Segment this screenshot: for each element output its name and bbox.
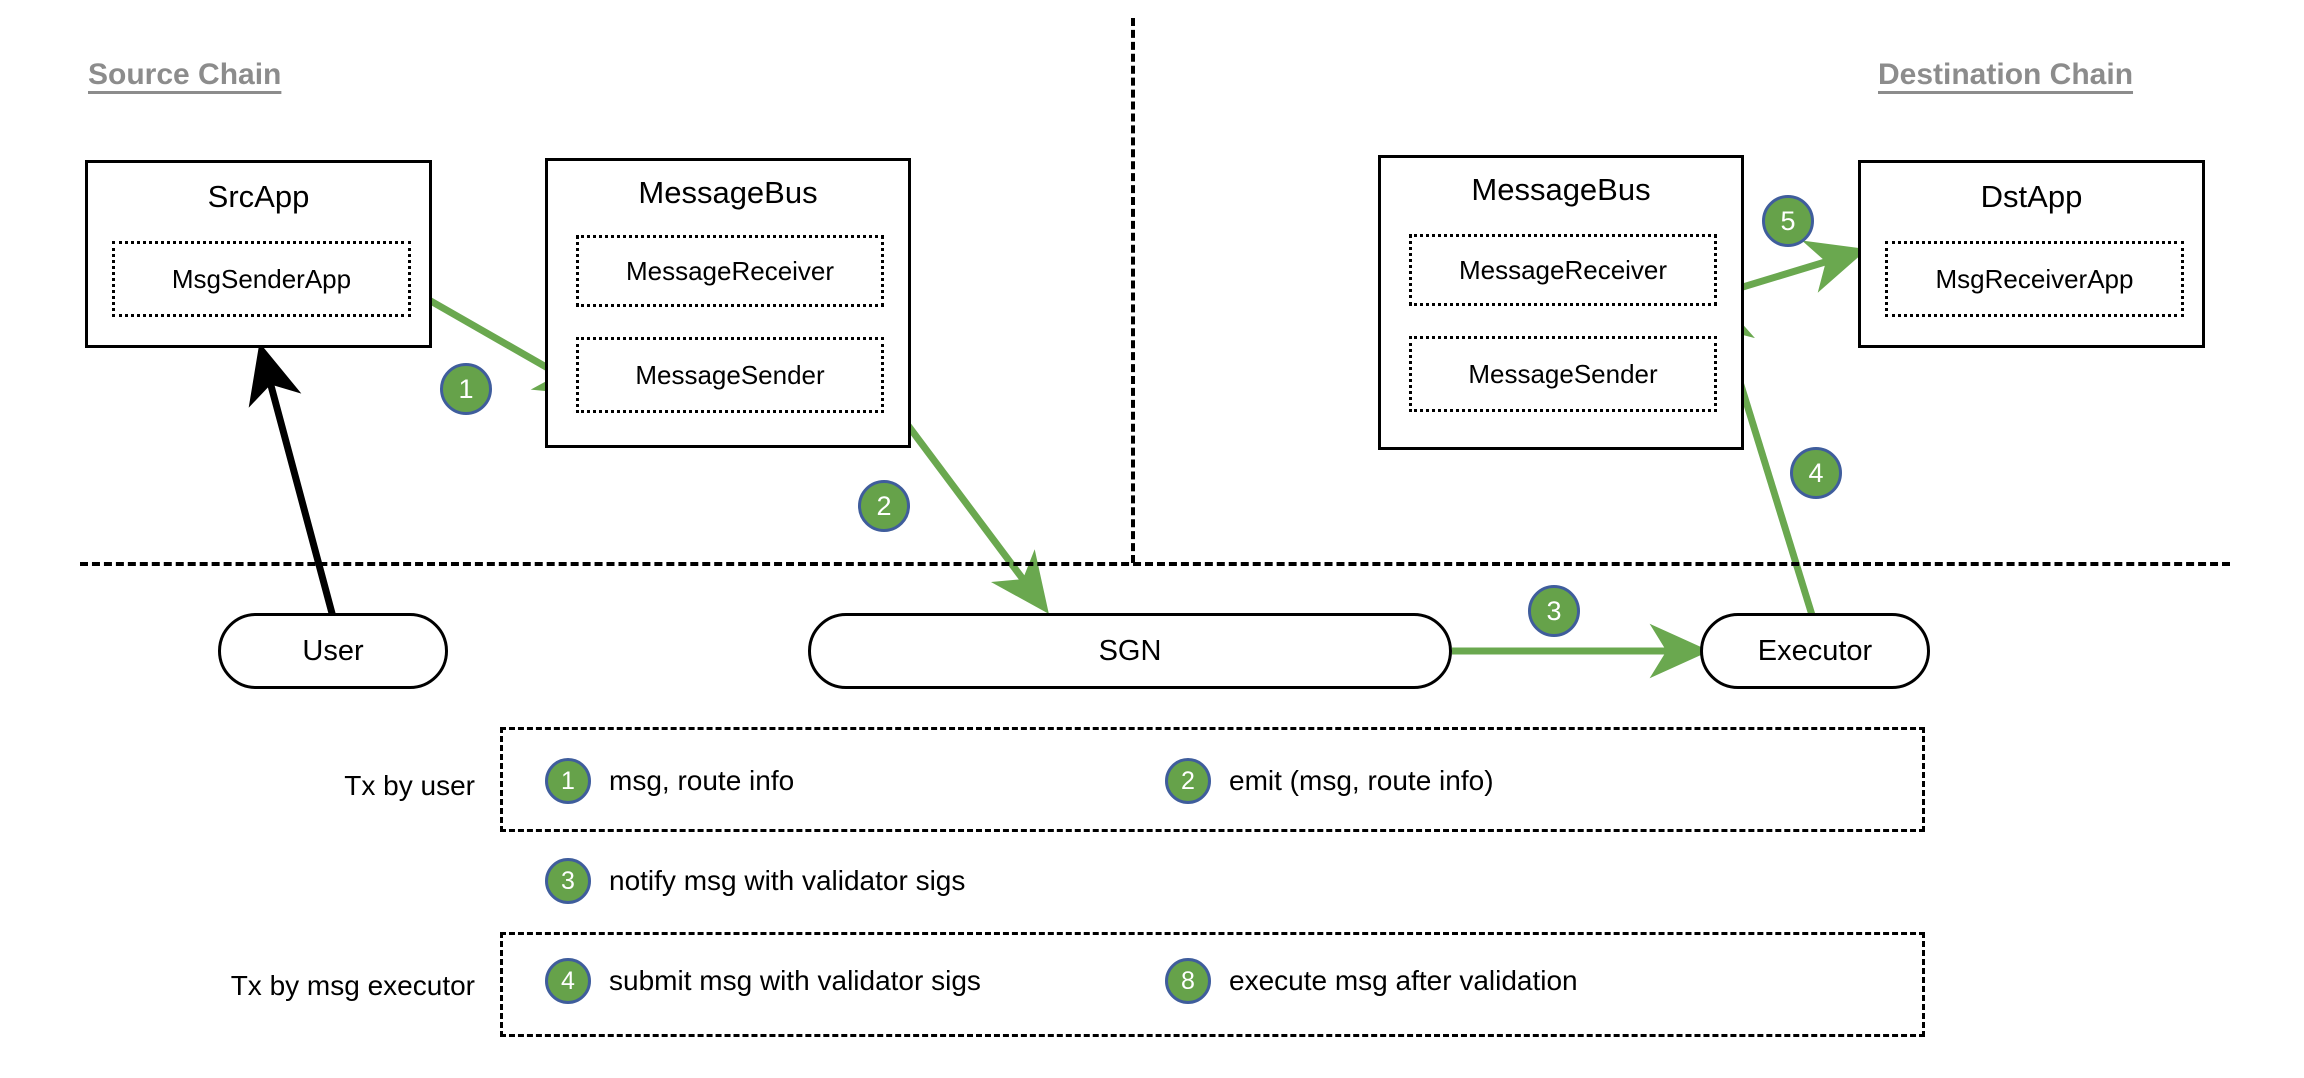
legend-item-1: 1 msg, route info: [545, 758, 794, 804]
destination-chain-title: Destination Chain: [1878, 58, 2134, 91]
legend-row3-label: Tx by msg executor: [230, 970, 475, 1001]
node-user-label: User: [302, 634, 364, 667]
component-dst-message-sender-label: MessageSender: [1468, 358, 1658, 389]
legend-badge-3: 3: [545, 858, 591, 904]
node-src-message-bus-title: MessageBus: [638, 175, 818, 210]
component-src-message-receiver[interactable]: MessageReceiver: [576, 235, 884, 307]
component-dst-message-receiver-label: MessageReceiver: [1458, 254, 1668, 285]
legend-item-3: 3 notify msg with validator sigs: [545, 858, 965, 904]
legend-item-4: 4 submit msg with validator sigs: [545, 958, 981, 1004]
legend-badge-4: 4: [545, 958, 591, 1004]
node-src-app[interactable]: SrcApp MsgSenderApp: [85, 160, 432, 348]
component-src-message-sender-label: MessageSender: [635, 359, 825, 390]
component-dst-message-receiver[interactable]: MessageReceiver: [1409, 234, 1717, 306]
node-src-app-title: SrcApp: [207, 179, 310, 214]
component-msg-receiver-app[interactable]: MsgReceiverApp: [1885, 241, 2184, 317]
badge-step-1: 1: [440, 363, 492, 415]
node-sgn-label: SGN: [1098, 634, 1162, 667]
arrow-user-to-srcapp: [248, 342, 337, 618]
component-msg-sender-app-label: MsgSenderApp: [171, 263, 352, 294]
legend-text-2: emit (msg, route info): [1229, 765, 1494, 796]
legend-item-2: 2 emit (msg, route info): [1165, 758, 1494, 804]
node-src-message-bus[interactable]: MessageBus MessageReceiver MessageSender: [545, 158, 911, 448]
legend-badge-2: 2: [1165, 758, 1211, 804]
onchain-offchain-divider: [80, 562, 2230, 566]
chain-divider-vertical: [1131, 18, 1135, 563]
badge-step-5: 5: [1762, 195, 1814, 247]
component-src-message-sender[interactable]: MessageSender: [576, 337, 884, 413]
legend-item-8: 8 execute msg after validation: [1165, 958, 1578, 1004]
legend-row1-label: Tx by user: [344, 770, 475, 801]
legend-row3-box: [500, 932, 1925, 1037]
component-msg-sender-app[interactable]: MsgSenderApp: [112, 241, 411, 317]
legend-row1-box: [500, 727, 1925, 832]
legend-text-1: msg, route info: [609, 765, 795, 796]
component-msg-receiver-app-label: MsgReceiverApp: [1935, 263, 2134, 294]
legend-text-4: submit msg with validator sigs: [609, 965, 981, 996]
node-user[interactable]: User: [218, 613, 448, 689]
badge-step-4: 4: [1790, 447, 1842, 499]
node-dst-app-title: DstApp: [1980, 179, 2083, 214]
legend-badge-1: 1: [545, 758, 591, 804]
component-dst-message-sender[interactable]: MessageSender: [1409, 336, 1717, 412]
legend-text-3: notify msg with validator sigs: [609, 865, 966, 896]
legend-badge-8: 8: [1165, 958, 1211, 1004]
node-dst-message-bus-title: MessageBus: [1471, 172, 1651, 207]
node-dst-message-bus[interactable]: MessageBus MessageReceiver MessageSender: [1378, 155, 1744, 450]
badge-step-3: 3: [1528, 585, 1580, 637]
badge-step-2: 2: [858, 480, 910, 532]
source-chain-title: Source Chain: [88, 58, 282, 91]
node-dst-app[interactable]: DstApp MsgReceiverApp: [1858, 160, 2205, 348]
node-executor-label: Executor: [1757, 634, 1873, 667]
node-sgn[interactable]: SGN: [808, 613, 1452, 689]
component-src-message-receiver-label: MessageReceiver: [625, 255, 835, 286]
legend-text-8: execute msg after validation: [1229, 965, 1578, 996]
node-executor[interactable]: Executor: [1700, 613, 1930, 689]
